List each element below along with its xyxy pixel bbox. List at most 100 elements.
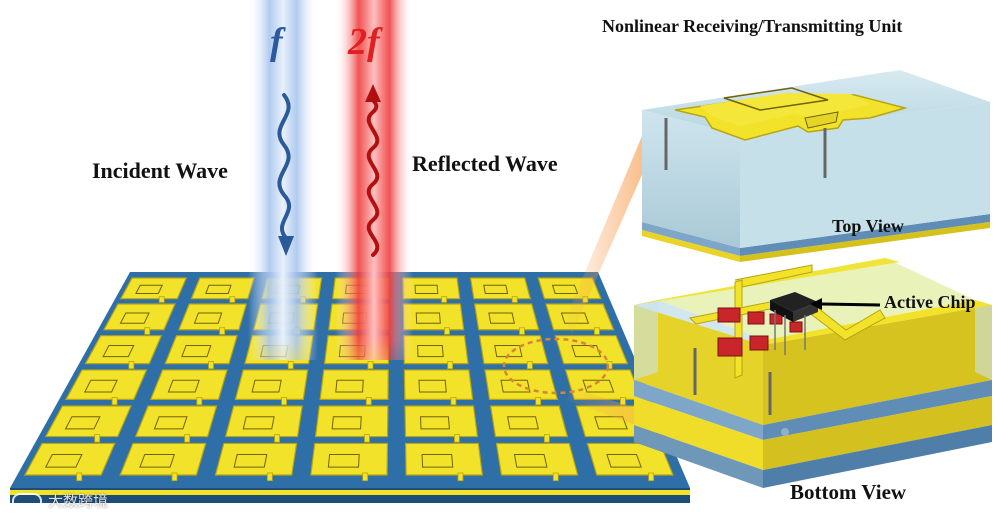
- unit-cell-slot: [139, 453, 176, 468]
- unit-cell: [149, 369, 228, 400]
- unit-cell-slot: [417, 344, 444, 358]
- unit-cell-stub: [219, 327, 226, 335]
- unit-cell-slot: [494, 344, 523, 358]
- unit-cell-stub: [158, 296, 165, 303]
- unit-cell-stub: [447, 361, 454, 370]
- unit-cell-stub: [171, 472, 178, 482]
- unit-cell-slot: [606, 453, 642, 468]
- unit-cell: [177, 303, 248, 331]
- unit-cell-slot: [414, 284, 439, 295]
- unit-cell-slot: [64, 416, 101, 430]
- unit-cell-slot: [233, 453, 268, 468]
- unit-cell-array: [23, 277, 674, 482]
- unit-cell-stub: [543, 434, 550, 443]
- highlighted-unit-ring: [502, 337, 610, 395]
- active-chip-label: Active Chip: [884, 292, 976, 312]
- red-components: [717, 307, 803, 357]
- unit-cell-stub: [274, 434, 280, 443]
- unit-cell-stub: [450, 396, 457, 406]
- unit-cell-slot: [135, 284, 164, 295]
- unit-cell-slot: [327, 453, 360, 468]
- unit-title: Nonlinear Receiving/Transmitting Unit: [602, 16, 903, 36]
- unit-cell: [469, 277, 532, 300]
- unit-cell-slot: [419, 416, 450, 430]
- unit-cell: [404, 405, 479, 438]
- unit-cell-slot: [331, 416, 362, 430]
- unit-cell-slot: [193, 312, 223, 324]
- unit-cell: [224, 405, 303, 438]
- unit-cell: [119, 442, 207, 476]
- unit-cell-stub: [365, 396, 372, 406]
- unit-cell-stub: [208, 361, 214, 370]
- unit-cell-stub: [364, 434, 370, 443]
- unit-cell: [554, 335, 629, 365]
- unit-cell-slot: [181, 344, 212, 358]
- unit-cell-stub: [144, 327, 151, 335]
- unit-cell-slot: [513, 453, 548, 468]
- unit-cell-slot: [102, 344, 135, 358]
- reflected-wave-arrow: [365, 84, 381, 257]
- unit-cell: [314, 405, 389, 438]
- unit-cell-stub: [184, 434, 191, 443]
- connector-glow-top: [565, 136, 652, 334]
- unit-cell-slot: [251, 379, 282, 393]
- unit-cell-stub: [111, 396, 118, 406]
- active-chip: [770, 292, 818, 355]
- unit-cell: [234, 369, 309, 400]
- unit-cell: [310, 442, 389, 476]
- unit-cell-stub: [519, 327, 525, 335]
- unit-cell-stub: [281, 396, 287, 406]
- watermark-logo-icon: [12, 492, 42, 511]
- unit-cell-stub: [444, 327, 450, 335]
- unit-cell-slot: [335, 379, 364, 393]
- unit-cell-slot: [83, 379, 118, 393]
- bottom-view-unit: [634, 258, 992, 488]
- unit-cell: [190, 277, 255, 300]
- unit-cell-stub: [128, 361, 135, 370]
- unit-cell-stub: [266, 472, 273, 482]
- incident-frequency-symbol: f: [270, 21, 283, 63]
- unit-cell: [495, 442, 579, 476]
- unit-cell: [403, 369, 474, 400]
- unit-cell-stub: [196, 396, 203, 406]
- watermark-text: 大数跨境: [48, 492, 109, 510]
- unit-cell-stub: [367, 361, 374, 370]
- unit-cell: [403, 335, 469, 365]
- unit-cell-slot: [488, 312, 516, 324]
- unit-cell-stub: [94, 434, 101, 443]
- unit-cell: [319, 369, 389, 400]
- unit-cell: [404, 442, 484, 476]
- unit-cell: [134, 405, 218, 438]
- incident-wave-arrow: [277, 93, 294, 256]
- unit-cell: [214, 442, 298, 476]
- watermark: 大数跨境: [12, 490, 108, 511]
- unit-cell-slot: [421, 453, 454, 468]
- unit-cell: [473, 303, 540, 331]
- unit-cell-slot: [167, 379, 200, 393]
- unit-cell-slot: [119, 312, 150, 324]
- unit-cell-stub: [454, 434, 460, 443]
- reflected-frequency-symbol: 2f: [348, 21, 380, 63]
- reflected-wave-label: Reflected Wave: [412, 151, 558, 176]
- unit-cell-stub: [552, 472, 559, 482]
- unit-cell-slot: [242, 416, 275, 430]
- unit-cell-slot: [571, 344, 602, 358]
- unit-cell-stub: [457, 472, 464, 482]
- unit-cell-slot: [44, 453, 83, 468]
- unit-cell-stub: [594, 327, 600, 335]
- unit-cell-stub: [535, 396, 542, 406]
- unit-cell-slot: [507, 416, 539, 430]
- unit-cell-slot: [415, 312, 441, 324]
- unit-cell-stub: [287, 361, 294, 370]
- unit-cell-slot: [418, 379, 447, 393]
- unit-cell: [119, 277, 188, 300]
- unit-cell: [489, 405, 569, 438]
- unit-cell: [586, 442, 674, 476]
- unit-cell-stub: [362, 472, 369, 482]
- unit-cell-slot: [205, 284, 232, 295]
- metasurface-board: [10, 272, 690, 503]
- unit-cell: [484, 369, 559, 400]
- unit-cell-slot: [500, 379, 531, 393]
- unit-cell-slot: [483, 284, 509, 295]
